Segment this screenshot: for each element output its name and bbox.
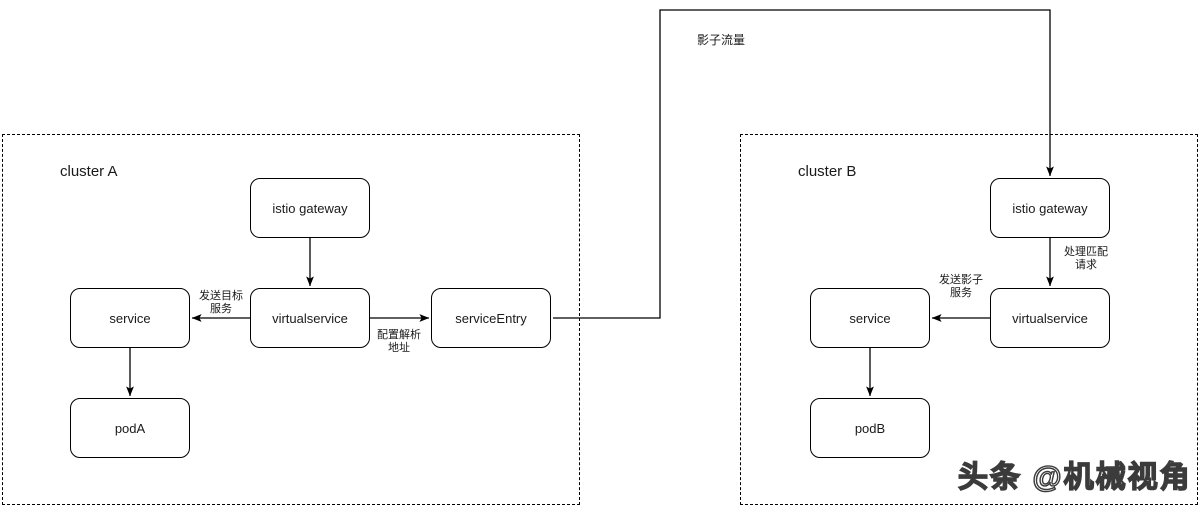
cluster-a-label: cluster A (60, 163, 118, 180)
edge-label-a-virtualservice-to-serviceentry: 配置解析 地址 (377, 329, 421, 354)
edge-label-a-virtualservice-to-service: 发送目标 服务 (199, 290, 243, 315)
edge-label-b-gateway-to-virtualservice: 处理匹配 请求 (1064, 246, 1108, 271)
shadow-traffic-label: 影子流量 (697, 33, 746, 47)
node-a-pod[interactable]: podA (70, 398, 190, 458)
watermark: 头条 @机械视角 (957, 460, 1192, 494)
node-a-service[interactable]: service (70, 288, 190, 348)
node-b-istio-gateway[interactable]: istio gateway (990, 178, 1110, 238)
node-a-virtualservice[interactable]: virtualservice (250, 288, 370, 348)
node-b-service[interactable]: service (810, 288, 930, 348)
cluster-a-boundary (2, 134, 580, 505)
node-a-serviceentry[interactable]: serviceEntry (431, 288, 551, 348)
node-a-istio-gateway[interactable]: istio gateway (250, 178, 370, 238)
edge-label-b-virtualservice-to-service: 发送影子 服务 (939, 274, 983, 299)
cluster-b-label: cluster B (798, 163, 857, 180)
cluster-b-boundary (740, 134, 1198, 505)
node-b-virtualservice[interactable]: virtualservice (990, 288, 1110, 348)
node-b-pod[interactable]: podB (810, 398, 930, 458)
